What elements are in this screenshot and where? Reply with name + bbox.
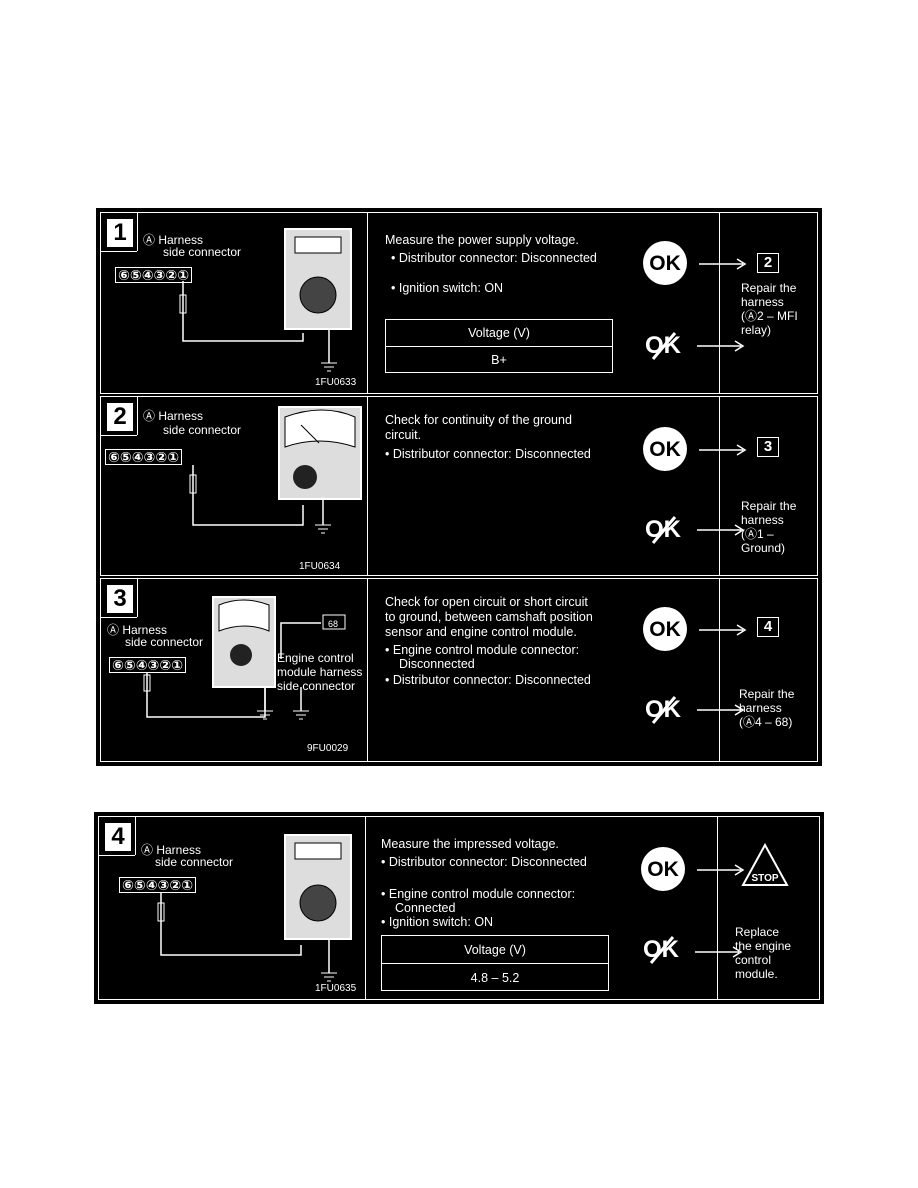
step-number: 2	[107, 403, 133, 431]
connector-label-2: side connector	[163, 245, 242, 259]
repair-result: Repair the harness (Ⓐ4 – 68)	[739, 687, 795, 729]
ecm-connector-label: Engine control module harness side conne…	[277, 651, 363, 693]
svg-text:OK: OK	[647, 858, 679, 881]
repair-result: Repair the harness (Ⓐ1 – Ground)	[741, 499, 797, 555]
step-number: 1	[107, 219, 133, 247]
ok-icon: OK	[643, 607, 687, 651]
multimeter-digital-icon	[179, 228, 352, 372]
next-step-box[interactable]: 2	[757, 253, 779, 273]
arrow-right-icon	[699, 444, 747, 456]
step-2-row: 2 Ⓐ Harness side connector ⑥⑤④③②① 1FU063…	[100, 396, 818, 576]
connector-label: Ⓐ Harness	[143, 233, 204, 247]
voltage-table: Voltage (V) B+	[385, 319, 613, 373]
instruction: Measure the impressed voltage.	[381, 837, 559, 851]
table-header: Voltage (V)	[382, 936, 608, 964]
connector-pins: ⑥⑤④③②①	[109, 657, 187, 673]
voltage-table: Voltage (V) 4.8 – 5.2	[381, 935, 609, 991]
figure-id: 1FU0635	[315, 983, 357, 994]
ng-icon: OK	[645, 696, 682, 724]
ok-icon: OK	[643, 427, 687, 471]
bullet-item-cont: Disconnected	[399, 657, 475, 671]
connector-label: Ⓐ Harness	[141, 843, 202, 857]
ng-icon: OK	[643, 936, 680, 964]
bullet-item: • Distributor connector: Disconnected	[391, 251, 597, 265]
arrow-right-icon	[699, 624, 747, 636]
bullet-item-cont: Connected	[395, 901, 456, 915]
step-4-row: 4 Ⓐ Harness side connector ⑥⑤④③②① 1FU063…	[98, 816, 820, 1000]
bullet-item: • Engine control module connector:	[385, 643, 580, 657]
connector-pins: ⑥⑤④③②①	[105, 449, 183, 465]
bullet-item: • Engine control module connector:	[381, 887, 576, 901]
svg-text:STOP: STOP	[751, 873, 778, 884]
ok-icon: OK	[643, 241, 687, 285]
diagnosis-panel-step-4: 4 Ⓐ Harness side connector ⑥⑤④③②① 1FU063…	[94, 812, 824, 1004]
table-header: Voltage (V)	[386, 320, 612, 347]
arrow-right-icon	[697, 524, 745, 536]
multimeter-analog-icon	[143, 596, 346, 720]
arrow-right-icon	[697, 864, 745, 876]
step-number: 4	[105, 823, 131, 851]
connector-pins: ⑥⑤④③②①	[115, 267, 193, 283]
multimeter-analog-icon	[189, 406, 362, 534]
ng-icon: OK	[645, 332, 682, 360]
svg-text:OK: OK	[649, 438, 681, 461]
figure-id: 1FU0633	[315, 377, 357, 388]
instruction: Check for open circuit or short circuit …	[385, 595, 593, 639]
connector-label: Ⓐ Harness	[107, 623, 168, 637]
table-value: 4.8 – 5.2	[470, 970, 520, 985]
connector-label-2: side connector	[125, 635, 204, 649]
replace-result: Replace the engine control module.	[735, 925, 792, 981]
step-3-row: 3 Ⓐ Harness side connector ⑥⑤④③②① 68 Eng…	[100, 578, 818, 762]
svg-text:OK: OK	[649, 252, 681, 275]
figure-id: 9FU0029	[307, 743, 349, 754]
bullet-item: • Distributor connector: Disconnected	[381, 855, 587, 869]
multimeter-digital-icon	[157, 834, 352, 982]
connector-label-2: side connector	[163, 423, 242, 437]
stop-icon: STOP	[741, 842, 789, 886]
bullet-item: • Distributor connector: Disconnected	[385, 673, 591, 687]
repair-result: Repair the harness (Ⓐ2 – MFI relay)	[741, 281, 798, 337]
instruction: Measure the power supply voltage.	[385, 233, 579, 247]
step-1-row: 1 Ⓐ Harness side connector ⑥⑤④③②① 1FU063…	[100, 212, 818, 394]
arrow-right-icon	[697, 340, 745, 352]
step-number: 3	[107, 585, 133, 613]
svg-text:OK: OK	[649, 618, 681, 641]
ok-icon: OK	[641, 847, 685, 891]
connector-pins: ⑥⑤④③②①	[119, 877, 197, 893]
connector-label-2: side connector	[155, 855, 234, 869]
arrow-right-icon	[699, 258, 747, 270]
bullet-item: • Distributor connector: Disconnected	[385, 447, 591, 461]
ng-icon: OK	[645, 516, 682, 544]
next-step-box[interactable]: 4	[757, 617, 779, 637]
bullet-item: • Ignition switch: ON	[381, 915, 494, 929]
next-step-box[interactable]: 3	[757, 437, 779, 457]
bullet-item: • Ignition switch: ON	[391, 281, 504, 295]
figure-id: 1FU0634	[299, 561, 341, 572]
connector-label: Ⓐ Harness	[143, 409, 204, 423]
ecm-pin-label: 68	[328, 619, 339, 629]
diagnosis-panel-steps-1-3: 1 Ⓐ Harness side connector ⑥⑤④③②① 1FU063…	[96, 208, 822, 766]
table-value: B+	[491, 353, 507, 367]
instruction: Check for continuity of the ground circu…	[385, 413, 572, 442]
